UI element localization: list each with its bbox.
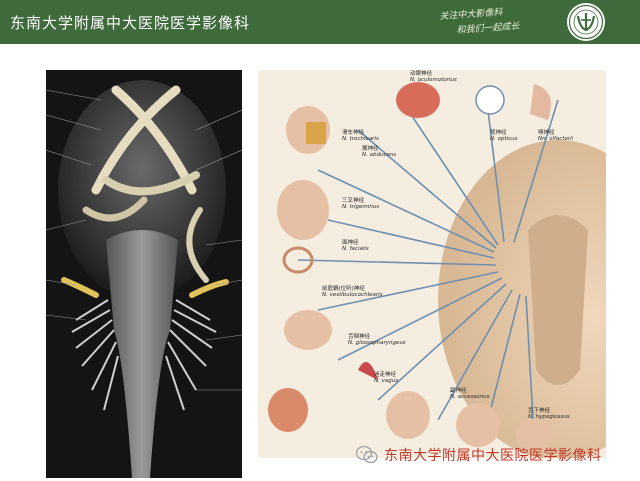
slogan: 关注中大影像科 和我们一起成长 (439, 2, 559, 40)
label-accessory: 副神经 N. accessorius (450, 388, 490, 400)
label-facial: 面神经 N. facialis (342, 240, 369, 252)
watermark-text: 东南大学附属中大医院医学影像科 (384, 448, 602, 464)
label-olfactory: 嗅神经 Nn. olfactorii (538, 130, 574, 142)
watermark: 东南大学附属中大医院医学影像科 (356, 444, 640, 466)
label-vestibulocochlear: 前庭蜗(位听)神经 N. vestibulocochlearis (322, 286, 383, 298)
label-trigeminal: 三叉神经 N. trigeminus (342, 198, 380, 210)
label-trochlear: 滑车神经 N. trochlearis (342, 130, 379, 142)
header-bar: 东南大学附属中大医院医学影像科 关注中大影像科 和我们一起成长 (0, 0, 640, 44)
label-glossopharyngeal: 舌咽神经 N. glossopharyngeus (348, 334, 406, 346)
label-hypoglossal: 舌下神经 N. hypoglossus (528, 408, 570, 420)
hospital-logo (567, 3, 605, 41)
slogan-line-1: 关注中大影像科 (439, 7, 503, 23)
page-title: 东南大学附属中大医院医学影像科 (10, 14, 251, 32)
cranial-nerves-diagram: 动眼神经 N. oculomotorius 滑车神经 N. trochleari… (258, 70, 606, 458)
label-abducens: 展神经 N. abducens (362, 146, 397, 158)
label-optic: 视神经 N. opticus (490, 130, 518, 142)
label-vagus: 迷走神经 N. vagus (374, 372, 399, 384)
label-oculomotor: 动眼神经 N. oculomotorius (410, 71, 457, 83)
wechat-icon (356, 445, 378, 464)
brainstem-3d-render (45, 70, 243, 478)
cranial-nerves-illustration (258, 70, 606, 458)
brainstem-render-image (45, 70, 243, 478)
